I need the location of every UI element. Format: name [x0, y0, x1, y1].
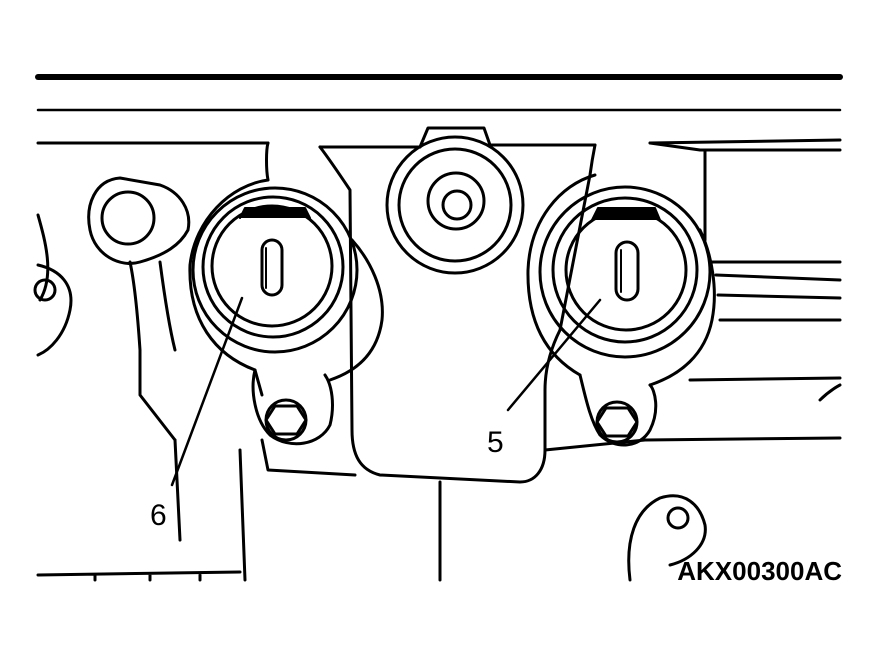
central-boss-outer — [385, 135, 525, 275]
body-top-edge — [36, 138, 842, 149]
right-cap-face — [564, 208, 688, 332]
body-right-block — [648, 141, 842, 322]
right-cap-flange — [538, 185, 712, 359]
left-linkage — [36, 213, 177, 442]
central-boss-ring — [397, 147, 513, 263]
leader-line-6 — [170, 296, 244, 487]
lower-right-lug-hole — [666, 506, 690, 530]
left-knob — [87, 176, 191, 265]
left-cap-face — [210, 204, 334, 328]
left-pivot — [33, 278, 57, 302]
left-bolt-boss — [251, 368, 334, 446]
left-cap-flange — [191, 186, 359, 354]
central-boss-top — [418, 126, 492, 149]
left-cap-ring — [201, 195, 345, 339]
left-cap-housing — [188, 178, 384, 397]
lower-rail — [36, 570, 242, 582]
central-boss-nut — [426, 171, 486, 231]
right-cap-tab — [591, 207, 661, 221]
figure-code: AKX00300AC — [677, 556, 842, 586]
leader-line-5 — [506, 298, 602, 412]
right-bolt-boss — [578, 373, 658, 447]
right-bolt-hex — [595, 406, 639, 438]
lower-right-lug — [627, 494, 707, 582]
right-cap-ring — [551, 196, 699, 344]
left-cap-slot — [260, 238, 284, 297]
right-cap-slot — [614, 240, 640, 302]
callout-6: 6 — [150, 499, 167, 532]
left-cap-tab — [239, 207, 311, 219]
lower-body-edge — [173, 376, 842, 582]
mounting-plate — [265, 141, 597, 484]
callout-5: 5 — [487, 426, 504, 459]
central-boss-stud — [441, 189, 473, 221]
left-bolt-hex — [264, 404, 308, 436]
left-knob-inner — [100, 190, 156, 246]
